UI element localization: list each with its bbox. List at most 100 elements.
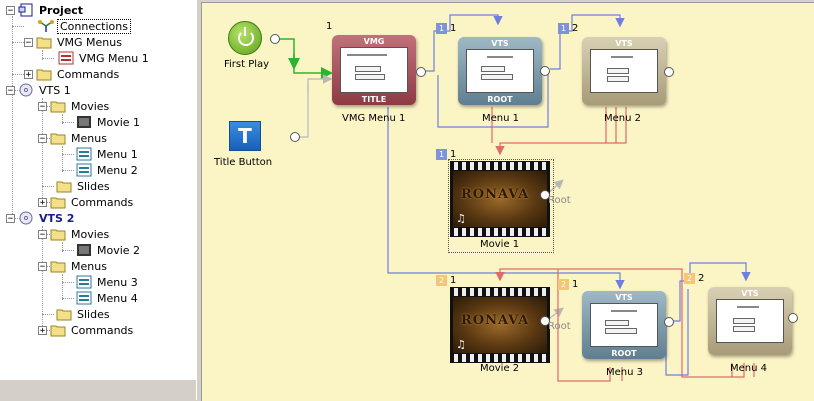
vmg-menu-1-number: 1 <box>326 21 333 32</box>
tree-item-project[interactable]: − Project <box>6 2 85 18</box>
tree-item-vts2-slides[interactable]: Slides <box>56 306 112 322</box>
menu-4-port[interactable] <box>788 313 798 323</box>
collapse-toggle[interactable]: − <box>38 261 47 272</box>
tree-item-vts1-commands[interactable]: + Commands <box>38 194 135 210</box>
collapse-toggle[interactable]: − <box>6 85 15 96</box>
tree-item-label: Menus <box>71 259 107 273</box>
tree-item-label: Slides <box>77 307 110 321</box>
tree-item-movie-1[interactable]: Movie 1 <box>76 114 142 130</box>
folder-icon <box>50 133 66 145</box>
menu-2-number: 2 <box>572 23 579 34</box>
tree-item-vts2-menus[interactable]: − Menus <box>38 258 109 274</box>
movie-2-port[interactable] <box>540 316 550 326</box>
tree-item-menu-4[interactable]: Menu 4 <box>76 290 140 306</box>
movie-logo: RONAVA <box>461 313 530 328</box>
menu-3-port[interactable] <box>664 317 674 327</box>
collapse-toggle[interactable]: − <box>6 5 15 16</box>
folder-icon <box>36 37 52 49</box>
expand-toggle[interactable]: + <box>38 197 47 208</box>
tree-item-label: Movie 2 <box>97 243 141 257</box>
tree-item-movie-2[interactable]: Movie 2 <box>76 242 142 258</box>
collapse-toggle[interactable]: − <box>38 229 47 240</box>
collapse-toggle[interactable]: − <box>38 101 47 112</box>
menu-4-node[interactable]: VTS <box>708 287 792 355</box>
menu-3-label: Menu 3 <box>606 367 643 378</box>
tree-item-label: Menu 4 <box>97 291 138 305</box>
wire-menu4-red <box>558 268 733 378</box>
status-area <box>0 380 196 400</box>
panel-splitter[interactable] <box>196 0 201 400</box>
menu-1-badge: 1 <box>436 23 447 34</box>
wire-menu3-loop <box>665 289 689 376</box>
node-header: VMG <box>363 37 385 46</box>
folder-icon <box>36 69 52 81</box>
tree-item-vts1-menus[interactable]: − Menus <box>38 130 109 146</box>
tree-item-vts-2[interactable]: − VTS 2 <box>6 210 76 226</box>
tree-item-connections[interactable]: Connections <box>38 18 131 34</box>
title-button-icon[interactable]: T <box>229 121 261 151</box>
collapse-toggle[interactable]: − <box>38 133 47 144</box>
tree-item-vts2-movies[interactable]: − Movies <box>38 226 111 242</box>
project-icon <box>18 3 33 17</box>
menu-2-badge: 1 <box>558 23 569 34</box>
tree-item-vts-1[interactable]: − VTS 1 <box>6 82 73 98</box>
connections-icon <box>38 20 54 32</box>
folder-icon <box>50 325 66 337</box>
menu-1-node[interactable]: VTS ROOT <box>458 37 542 105</box>
tree-item-vts1-movies[interactable]: − Movies <box>38 98 111 114</box>
movie-2-node[interactable]: RONAVA ♫ <box>450 287 550 363</box>
menu-2-node[interactable]: VTS <box>582 37 666 105</box>
movie-2-label: Movie 2 <box>480 363 520 374</box>
menu-1-port[interactable] <box>540 66 550 76</box>
movie-1-node[interactable]: RONAVA ♫ <box>450 161 550 237</box>
menu-2-port[interactable] <box>664 67 674 77</box>
tree-item-vts1-slides[interactable]: Slides <box>56 178 112 194</box>
movie-1-root-label: Root <box>548 195 571 206</box>
movie-1-port[interactable] <box>540 190 550 200</box>
folder-icon <box>50 229 66 241</box>
expand-toggle[interactable]: + <box>38 325 47 336</box>
first-play-port[interactable] <box>270 34 280 44</box>
tree-item-menu-3[interactable]: Menu 3 <box>76 274 140 290</box>
menu-3-node[interactable]: VTS ROOT <box>582 291 666 359</box>
tree-item-label: Commands <box>57 67 120 81</box>
tree-item-vts2-commands[interactable]: + Commands <box>38 322 135 338</box>
movie-1-badge: 1 <box>436 149 447 160</box>
project-tree[interactable]: − Project Connections − VMG Menus VMG Me… <box>0 0 197 380</box>
node-footer: TITLE <box>361 95 387 104</box>
vmg-menu-1-node[interactable]: VMG TITLE <box>332 35 416 105</box>
folder-icon <box>56 181 72 193</box>
tree-item-menu-2[interactable]: Menu 2 <box>76 162 140 178</box>
first-play-label: First Play <box>224 59 270 70</box>
movie-2-root-label: Root <box>548 321 571 332</box>
collapse-toggle[interactable]: − <box>24 37 33 48</box>
tree-item-label: Commands <box>71 323 134 337</box>
wire-menu1-loop <box>437 71 549 128</box>
selection-frame <box>448 159 554 253</box>
tree-item-commands[interactable]: + Commands <box>24 66 121 82</box>
node-header: VTS <box>615 293 633 302</box>
vmg-menu-1-port[interactable] <box>416 67 426 77</box>
menu-1-label: Menu 1 <box>482 113 519 124</box>
node-header: VTS <box>741 289 759 298</box>
first-play-button[interactable] <box>228 21 262 55</box>
power-icon <box>238 30 254 46</box>
connections-canvas[interactable]: First Play T Title Button 1 VMG TITLE VM… <box>201 2 814 401</box>
menu-3-badge: 2 <box>558 279 569 290</box>
tree-item-label: VMG Menu 1 <box>79 51 149 65</box>
title-button-port[interactable] <box>290 132 300 142</box>
vmg-menu-1-label: VMG Menu 1 <box>342 113 406 124</box>
movie-1-number: 1 <box>450 149 457 160</box>
film-icon <box>77 116 91 128</box>
tree-item-menu-1[interactable]: Menu 1 <box>76 146 140 162</box>
tree-item-vmg-menus[interactable]: − VMG Menus <box>24 34 124 50</box>
folder-icon <box>56 309 72 321</box>
tree-item-label: Slides <box>77 179 110 193</box>
expand-toggle[interactable]: + <box>24 69 33 80</box>
tree-item-vmg-menu-1[interactable]: VMG Menu 1 <box>58 50 151 66</box>
disc-icon <box>19 211 33 225</box>
collapse-toggle[interactable]: − <box>6 213 15 224</box>
menu-icon <box>76 275 92 289</box>
node-footer: ROOT <box>611 349 637 358</box>
